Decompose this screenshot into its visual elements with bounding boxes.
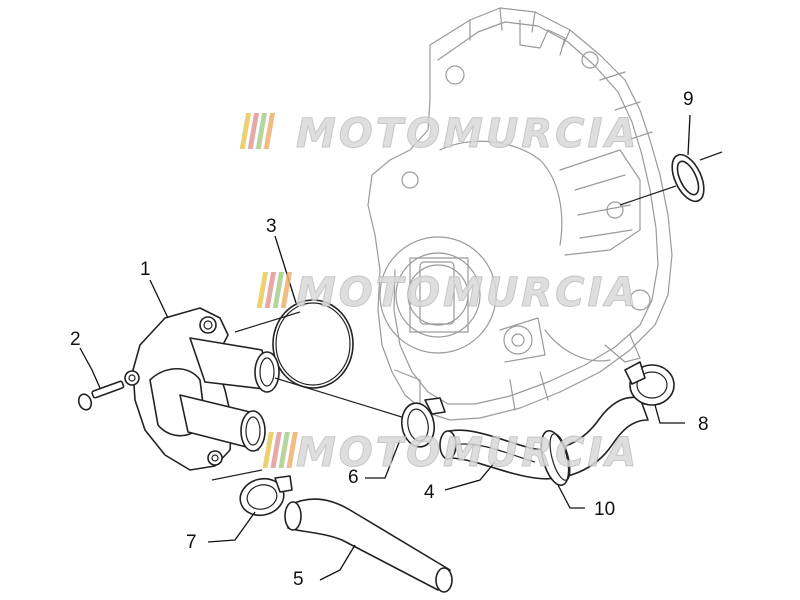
watermark-bottom: MOTOMURCIA [262, 430, 639, 477]
part-10-clamp [540, 429, 571, 487]
part-4-hose [439, 396, 649, 480]
callout-4: 4 [424, 482, 435, 503]
part-1-pump-cover [124, 307, 280, 471]
part-2-screw [77, 380, 125, 411]
callout-2: 2 [70, 329, 81, 350]
watermark-text: MOTOMURCIA [296, 430, 639, 476]
callout-8: 8 [698, 414, 709, 435]
callout-1: 1 [140, 259, 151, 280]
part-5-hose [284, 498, 453, 593]
watermark-middle: MOTOMURCIA [256, 270, 639, 317]
assembly-lines [211, 311, 406, 481]
watermark-top: MOTOMURCIA [239, 111, 639, 158]
callout-3: 3 [266, 216, 277, 237]
crankcase-cover [367, 7, 673, 421]
part-9-seal [619, 151, 723, 206]
part-6-clamp [400, 397, 446, 448]
part-3-o-ring [272, 299, 354, 389]
callout-labels: 1 2 3 4 5 6 7 8 9 10 [70, 89, 709, 590]
callout-7: 7 [186, 532, 197, 553]
leader-lines [79, 114, 691, 581]
watermark-text: MOTOMURCIA [296, 270, 639, 316]
callout-5: 5 [293, 569, 304, 590]
watermark-text: MOTOMURCIA [296, 111, 639, 157]
callout-10: 10 [594, 499, 615, 520]
part-8-clamp [624, 361, 675, 406]
callout-9: 9 [683, 89, 694, 110]
part-7-clamp [239, 475, 293, 517]
callout-6: 6 [348, 467, 359, 488]
